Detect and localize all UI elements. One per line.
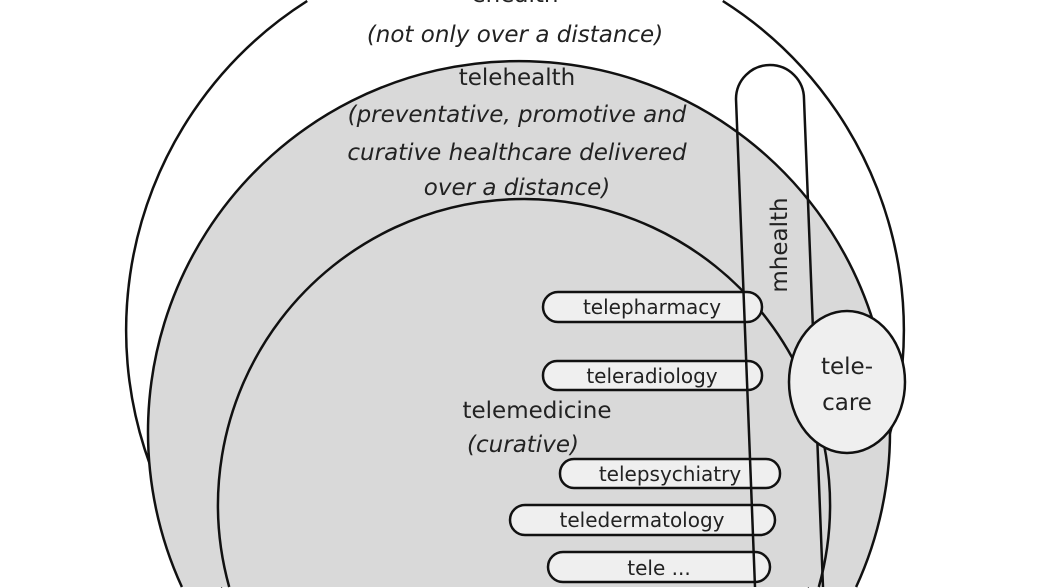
svg-text:telepsychiatry: telepsychiatry (599, 462, 742, 486)
svg-text:tele ...: tele ... (627, 556, 690, 580)
specialty-pill-telepsychiatry: telepsychiatry (558, 457, 782, 490)
specialty-pill-telepharmacy: telepharmacy (541, 290, 764, 324)
telehealth-title: telehealth (459, 65, 576, 91)
svg-text:tele-: tele- (821, 354, 873, 380)
ehealth-title: ehealth (472, 0, 559, 8)
telecare-ellipse: tele- care (787, 309, 907, 455)
mhealth-band (734, 63, 825, 588)
telehealth-description-3: over a distance) (424, 175, 610, 201)
svg-text:care: care (822, 390, 872, 416)
specialty-pill-teleradiology: teleradiology (541, 359, 764, 392)
telehealth-description-2: curative healthcare delivered (347, 140, 687, 166)
telemedicine-description: (curative) (467, 432, 579, 458)
specialty-pill-other: tele ... (546, 550, 772, 584)
mhealth-title: mhealth (767, 197, 793, 292)
ehealth-description: (not only over a distance) (367, 22, 663, 48)
telehealth-description-1: (preventative, promotive and (348, 102, 687, 128)
specialty-pill-teledermatology: teledermatology (508, 503, 777, 537)
telemedicine-title: telemedicine (462, 398, 611, 424)
svg-text:telepharmacy: telepharmacy (583, 295, 721, 319)
svg-text:teleradiology: teleradiology (586, 364, 717, 388)
svg-text:teledermatology: teledermatology (559, 508, 724, 532)
